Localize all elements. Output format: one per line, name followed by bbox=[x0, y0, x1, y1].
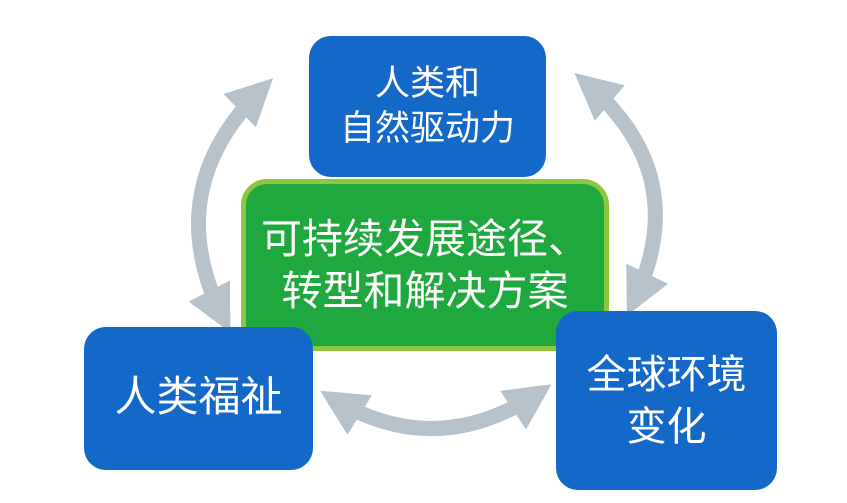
pathways-line1: 可持续发展途径、 bbox=[261, 215, 589, 262]
drivers-line2: 自然驱动力 bbox=[339, 108, 515, 148]
box-human-wellbeing: 人类福祉 bbox=[84, 327, 313, 470]
environment-line1: 全球环境 bbox=[586, 352, 747, 398]
bottom-cycle-arrow bbox=[320, 384, 552, 436]
wellbeing-label: 人类福祉 bbox=[114, 374, 283, 421]
drivers-line1: 人类和 bbox=[374, 63, 480, 103]
pathways-line2: 转型和解决方案 bbox=[281, 268, 569, 314]
box-human-natural-drivers: 人类和 自然驱动力 bbox=[309, 36, 546, 177]
box-global-environment-change: 全球环境 变化 bbox=[556, 311, 777, 490]
environment-line2: 变化 bbox=[626, 403, 707, 449]
right-cycle-arrow bbox=[574, 72, 669, 316]
left-cycle-arrow bbox=[188, 78, 274, 333]
box-sustainable-pathways: 可持续发展途径、 转型和解决方案 bbox=[241, 179, 609, 351]
